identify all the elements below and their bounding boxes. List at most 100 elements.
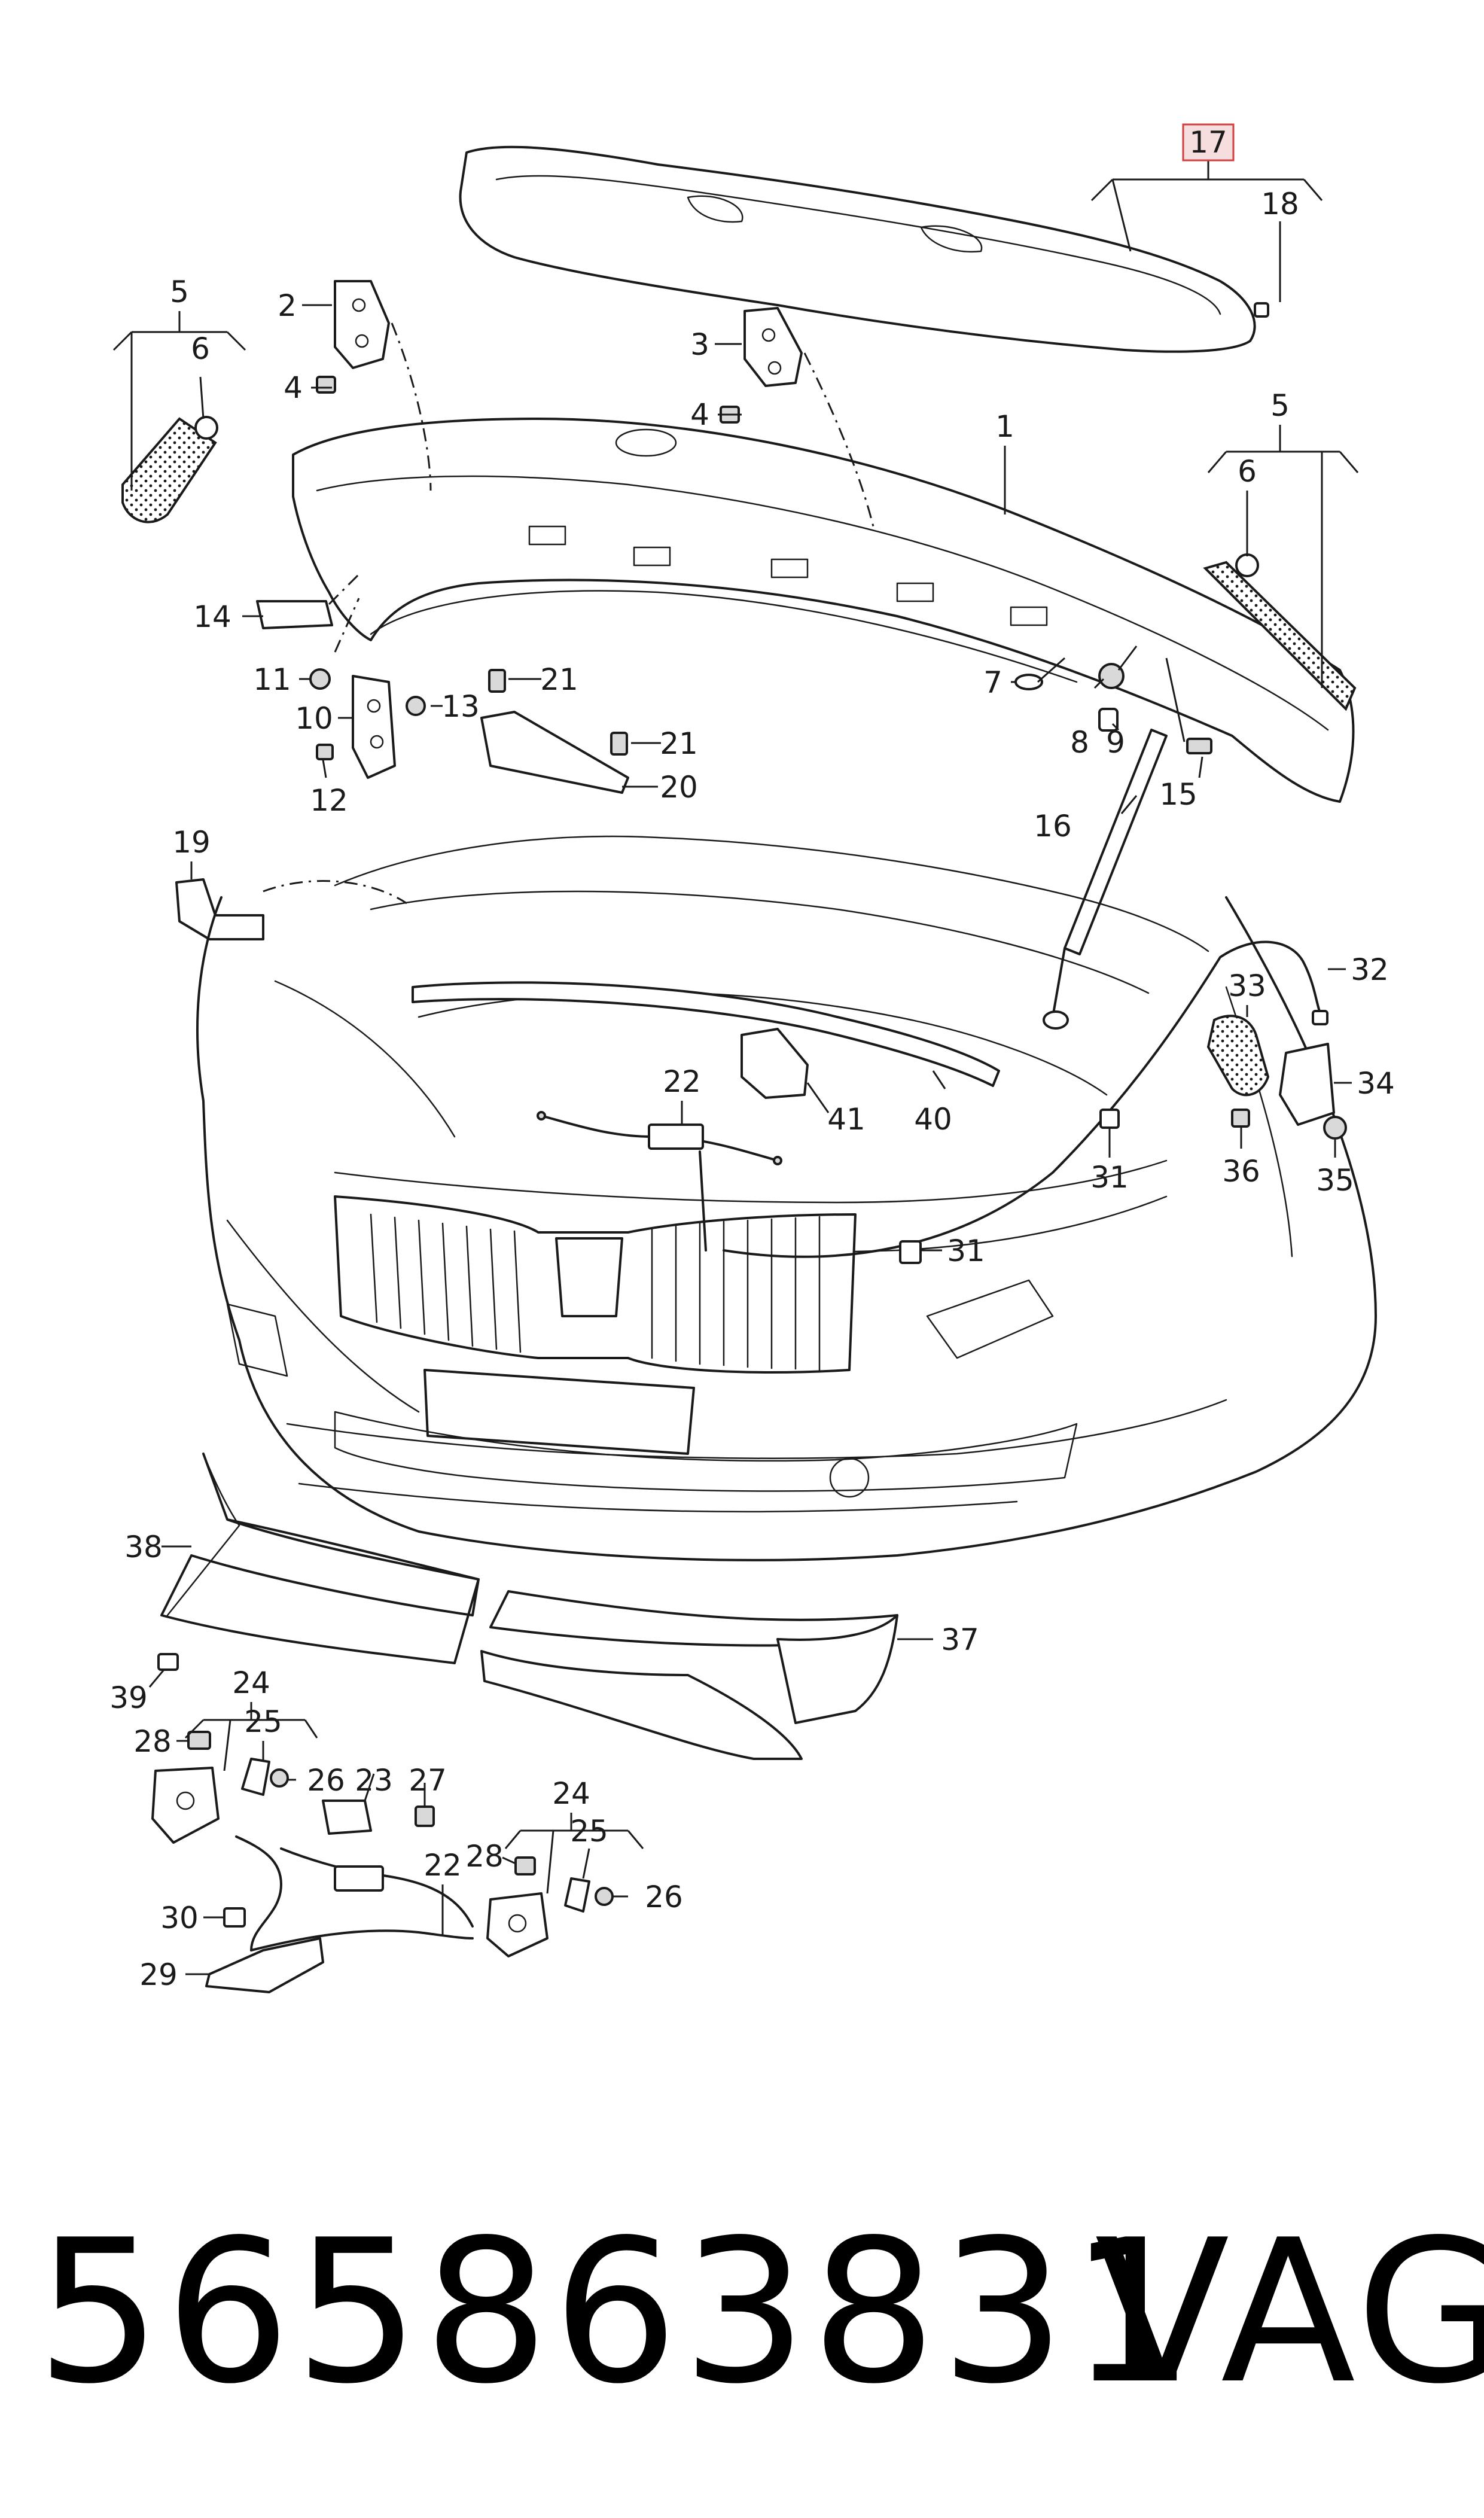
callout-24-b: 24 [552, 1776, 590, 1811]
callout-28-a: 28 [133, 1724, 172, 1759]
nut-26b [595, 1887, 614, 1906]
callout-6-right: 6 [1238, 454, 1257, 489]
cable-assembly-22 [537, 1111, 782, 1252]
callout-38: 38 [124, 1530, 163, 1564]
nut-35 [1323, 1116, 1347, 1140]
cable-clip-31a [1099, 1109, 1120, 1129]
screw-27 [415, 1805, 435, 1827]
bolt-4a [316, 376, 336, 394]
licence-plate-recess [423, 1369, 695, 1455]
seal-strip-left [121, 417, 217, 523]
gas-strut-16 [1043, 729, 1168, 1030]
callout-26-a: 26 [307, 1763, 345, 1798]
callout-20: 20 [660, 770, 698, 805]
callout-21-a: 21 [540, 662, 578, 697]
screw-28b [514, 1856, 536, 1875]
hinge-3 [743, 307, 803, 387]
callout-31-a: 31 [1090, 1160, 1129, 1195]
radiator-grille [334, 1195, 857, 1374]
lock-24a [151, 1767, 220, 1844]
brand-text: VAG [1095, 2197, 1484, 2427]
bracket-20 [480, 711, 629, 794]
callout-17: 17 [1189, 125, 1227, 160]
nut-11 [309, 668, 331, 690]
cable-assembly-22b [235, 1835, 474, 1951]
callout-26-b: 26 [645, 1880, 683, 1914]
bracket-14 [256, 600, 333, 629]
nut-26a [270, 1768, 289, 1788]
callout-27: 27 [409, 1763, 447, 1798]
connector-25a [241, 1758, 270, 1796]
callout-4-left: 4 [284, 370, 303, 405]
connector-25b [564, 1877, 590, 1913]
callout-10: 10 [295, 701, 333, 736]
seal-strip-right [1203, 561, 1357, 711]
callout-24-a: 24 [232, 1666, 270, 1700]
callout-34: 34 [1357, 1066, 1395, 1101]
bracket-10 [352, 675, 396, 779]
callout-35: 35 [1316, 1163, 1354, 1198]
release-cable-32 [723, 940, 1328, 1258]
callout-18: 18 [1261, 187, 1299, 221]
screw-28a [187, 1731, 211, 1750]
callout-14: 14 [193, 599, 231, 634]
callout-15: 15 [1159, 777, 1197, 812]
leader-lines [112, 159, 1359, 1975]
screw-21a [488, 669, 506, 693]
callout-25-a: 25 [244, 1704, 282, 1739]
bracket-30 [223, 1907, 246, 1928]
highlight-box-17 [1182, 123, 1235, 162]
bracket-34 [1279, 1043, 1335, 1126]
callout-32: 32 [1351, 952, 1389, 987]
nut-13 [406, 696, 426, 716]
callout-12: 12 [310, 783, 348, 818]
bracket-23 [322, 1800, 372, 1835]
plenum-panel-38 [160, 1453, 480, 1664]
screw-21b [610, 732, 628, 756]
hinge-2 [334, 280, 390, 369]
callout-19: 19 [172, 825, 211, 860]
exploded-parts-diagram: 17 18 5 6 2 4 3 4 1 5 6 14 11 10 13 12 2… [109, 123, 1395, 1993]
cable-clip-31b [899, 1240, 922, 1264]
callout-21-b: 21 [660, 726, 698, 761]
callout-29: 29 [139, 1957, 178, 1992]
clip-18 [1254, 302, 1269, 318]
callout-8: 8 [1070, 725, 1089, 760]
callout-5-left: 5 [170, 275, 189, 309]
part-number-text: 565863831 [36, 2197, 1199, 2427]
plenum-panel-37 [480, 1590, 898, 1760]
callout-33: 33 [1228, 969, 1266, 1003]
seal-40 [412, 981, 1000, 1087]
clip-6-left [194, 416, 218, 440]
callout-3: 3 [690, 327, 709, 362]
pin-15 [1186, 738, 1212, 754]
callout-36: 36 [1222, 1154, 1260, 1189]
callout-30: 30 [160, 1901, 199, 1935]
buffer-33 [1206, 1015, 1270, 1097]
callout-22-a: 22 [663, 1064, 701, 1099]
callout-23: 23 [355, 1763, 393, 1798]
clip-39 [157, 1653, 179, 1671]
callout-11: 11 [253, 662, 291, 697]
callout-28-b: 28 [465, 1839, 504, 1874]
callout-16: 16 [1034, 809, 1072, 844]
release-handle-29 [205, 1937, 324, 1993]
callout-39: 39 [109, 1680, 148, 1715]
callout-4-right: 4 [690, 397, 709, 432]
screw-36 [1231, 1109, 1250, 1128]
clip-6-right [1235, 553, 1259, 577]
callout-2: 2 [278, 288, 297, 323]
callout-labels: 17 18 5 6 2 4 3 4 1 5 6 14 11 10 13 12 2… [109, 123, 1395, 1992]
callout-25-b: 25 [570, 1814, 608, 1849]
callout-13: 13 [441, 689, 480, 724]
callout-1: 1 [995, 409, 1014, 444]
grommet-8 [1098, 663, 1125, 689]
screw-12 [316, 744, 334, 760]
lock-24b [486, 1892, 548, 1957]
callout-6-left: 6 [191, 331, 210, 366]
bonnet-panel [292, 418, 1355, 803]
bracket-19 [175, 878, 264, 940]
callout-9: 9 [1106, 725, 1125, 760]
bracket-41 [741, 1028, 809, 1099]
callout-22-b: 22 [423, 1848, 462, 1883]
